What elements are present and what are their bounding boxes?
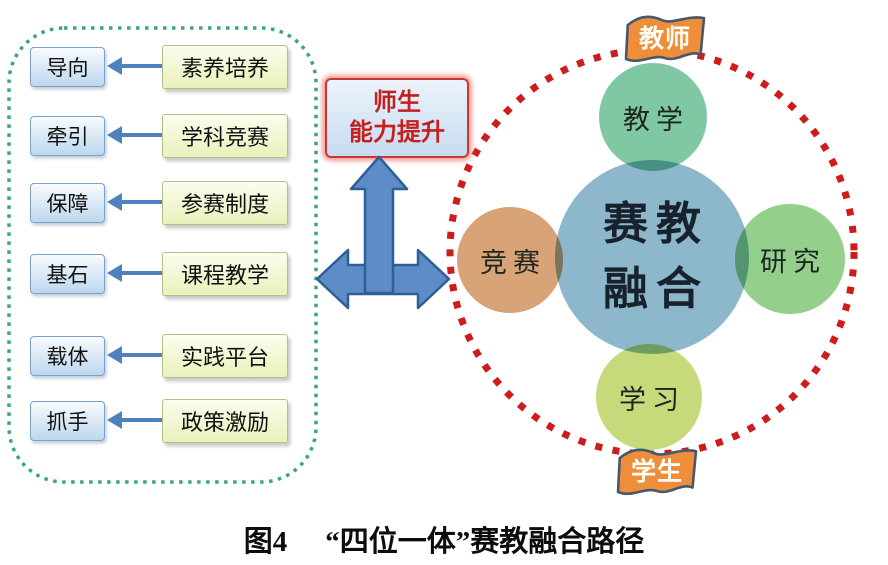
driver-box: 素养培养 [162,45,288,89]
driver-label: 学科竞赛 [180,125,269,150]
competition-label: 竞赛 [480,247,546,278]
flag-icon [624,15,706,63]
driver-label: 课程教学 [180,263,269,288]
left-arrowhead-icon [107,264,122,282]
figure-number: 图4 [243,526,288,558]
hub-circle: 赛教 融合 [555,160,749,354]
flag-icon [616,448,698,496]
row-carrier: 载体 实践平台 [28,333,290,378]
driver-box: 实践平台 [162,334,288,378]
learning-label: 学习 [619,384,685,415]
role-label: 基石 [46,263,89,287]
row-handle: 抓手 政策激励 [28,398,290,443]
role-label: 抓手 [46,410,89,434]
three-way-arrow-icon [315,155,451,310]
arrow-line [121,418,163,422]
driver-box: 政策激励 [162,399,288,443]
arrow-line [121,271,163,275]
teacher-banner: 教师 [618,13,712,65]
uplift-box: 师生 能力提升 [325,78,469,158]
left-arrowhead-icon [107,126,122,144]
role-box: 抓手 [30,401,105,441]
student-banner: 学生 [610,446,704,498]
role-label: 保障 [46,192,89,216]
learning-circle: 学习 [596,344,702,450]
role-box: 保障 [30,183,105,223]
arrow-line [121,64,163,68]
row-safeguard: 保障 参赛制度 [28,180,290,225]
left-arrowhead-icon [107,346,122,364]
uplift-line1: 师生 [373,89,421,116]
role-label: 导向 [46,56,89,80]
teaching-circle: 教学 [599,63,707,171]
driver-label: 实践平台 [180,345,269,370]
row-cornerstone: 基石 课程教学 [28,251,290,296]
research-label: 研究 [760,246,826,277]
driver-label: 素养培养 [180,56,269,81]
driver-label: 参赛制度 [180,192,269,217]
role-box: 基石 [30,254,105,294]
figure-title: “四位一体”赛教融合路径 [325,526,645,558]
driver-box: 课程教学 [162,252,288,296]
teacher-banner-label: 教师 [638,25,691,53]
figure-caption: 图4 “四位一体”赛教融合路径 [0,518,888,560]
role-label: 牵引 [46,125,89,149]
role-label: 载体 [46,345,89,369]
arrow-line [121,353,163,357]
arrow-line [121,133,163,137]
up-arrow [349,155,409,295]
research-circle: 研究 [735,204,845,314]
green-dotted-rounded-rect [7,26,318,484]
left-arrowhead-icon [107,411,122,429]
driver-box: 参赛制度 [162,181,288,225]
arrow-line [121,200,163,204]
role-box: 导向 [30,47,105,87]
driver-label: 政策激励 [180,410,269,435]
teaching-label: 教学 [623,104,689,135]
left-arrowhead-icon [107,193,122,211]
role-box: 载体 [30,336,105,376]
competition-circle: 竞赛 [457,207,563,313]
role-box: 牵引 [30,116,105,156]
row-guidance: 导向 素养培养 [28,44,290,89]
student-banner-label: 学生 [630,458,683,486]
uplift-line2: 能力提升 [349,119,445,146]
row-traction: 牵引 学科竞赛 [28,113,290,158]
driver-box: 学科竞赛 [162,114,288,158]
left-arrowhead-icon [107,57,122,75]
hub-line1: 赛教 [602,198,709,249]
hub-line2: 融合 [602,264,709,314]
